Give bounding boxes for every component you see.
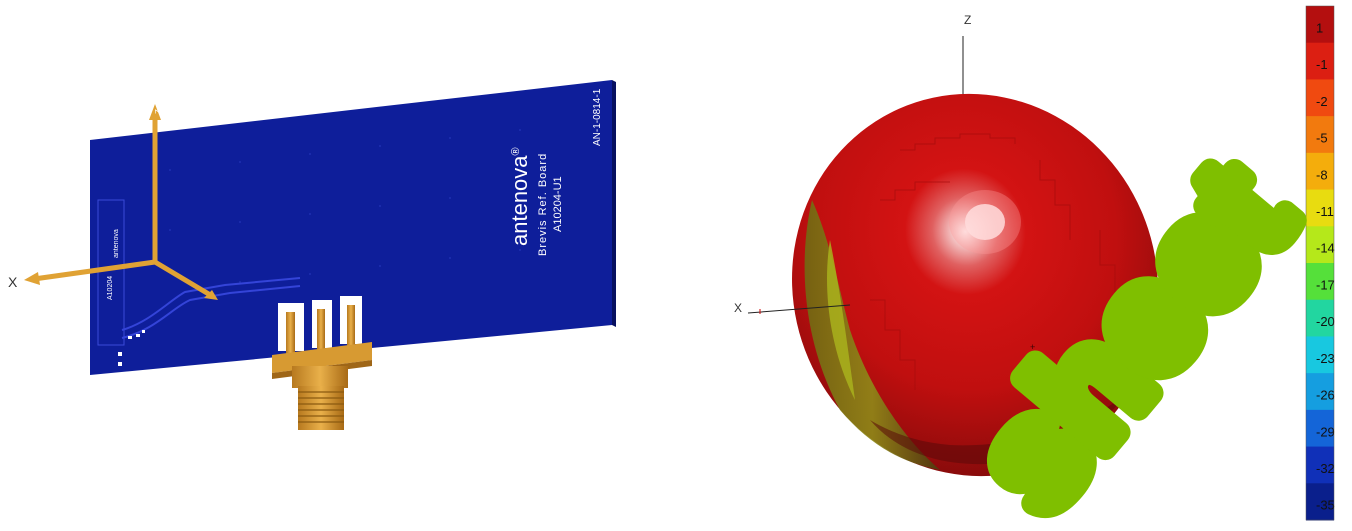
colorbar-swatch: [1306, 152, 1334, 191]
lobe-side-shading: [804, 200, 940, 470]
colorbar-swatch: [1306, 263, 1334, 301]
radiation-lobe: [792, 93, 1158, 477]
left-y-arrowhead: [204, 290, 218, 300]
pcb-grid-dots: [169, 129, 521, 283]
chip-brand-label: antenova: [113, 229, 120, 258]
colorbar-tick-label: -20: [1316, 314, 1335, 329]
sma-connector: [272, 296, 372, 430]
radiation-pattern-plot: Z X +: [734, 13, 1158, 477]
right-x-axis: [747, 304, 851, 314]
colorbar-tick-label: -14: [1316, 241, 1335, 256]
colorbar-swatch: [1306, 226, 1334, 264]
colorbar-legend: 1 -1 -2 -5 -8 -11 -14 -17 -20 -23 -26 -29 -32 -35: [1305, 5, 1335, 521]
left-x-axis-label: X: [8, 274, 18, 290]
colorbar-swatch: [1306, 79, 1334, 117]
colorbar-tick-label: -32: [1316, 461, 1335, 476]
colorbar-tick-label: -2: [1316, 94, 1328, 109]
colorbar-swatch: [1306, 6, 1334, 44]
left-x-axis: [31, 259, 158, 282]
colorbar-tick-label: -11: [1316, 204, 1334, 219]
colorbar-tick-label: -29: [1316, 424, 1335, 439]
board-brand-label: antenova®: [507, 147, 532, 246]
antenna-board-model: antenova A10204 antenova® Brevis Ref. Bo…: [8, 80, 616, 430]
right-z-axis-label: Z: [964, 13, 971, 27]
colorbar-tick-label: -17: [1316, 277, 1335, 292]
left-y-axis: [152, 259, 215, 299]
colorbar-swatch: [1306, 189, 1334, 227]
left-x-arrowhead: [24, 272, 40, 285]
colorbar-tick-label: -26: [1316, 388, 1335, 403]
colorbar-tick-label: -5: [1316, 131, 1328, 146]
colorbar-swatch: [1306, 446, 1334, 484]
board-line1-label: Brevis Ref. Board: [537, 153, 549, 256]
left-z-axis-label: Z: [154, 109, 163, 114]
pcb-pads: [118, 330, 145, 366]
right-x-axis-label: X: [734, 301, 742, 315]
pcb-traces: [121, 277, 301, 339]
colorbar-swatch: [1306, 42, 1334, 80]
pcb-board: [90, 80, 612, 375]
colorbar-tick-label: 1: [1316, 20, 1323, 35]
colorbar-tick-label: -8: [1316, 167, 1328, 182]
board-code-label: AN-1-0814-1: [592, 88, 603, 146]
y-axis-tick-mark: +: [1030, 342, 1035, 352]
board-line2-label: A10204-U1: [552, 176, 564, 232]
colorbar-tick-label: -23: [1316, 351, 1335, 366]
colorbar-swatch: [1306, 299, 1334, 337]
colorbar-swatch: [1306, 373, 1334, 411]
left-z-arrowhead: [149, 104, 161, 120]
colorbar-border: [1305, 5, 1335, 521]
colorbar-swatch: [1306, 483, 1334, 521]
chip-part-label: A10204: [107, 276, 114, 300]
pcb-board-edge: [612, 80, 616, 327]
colorbar-tick-label: -35: [1316, 498, 1335, 513]
lobe-peak-hotspot: [965, 204, 1005, 240]
colorbar-swatch: [1306, 409, 1334, 448]
colorbar-swatch: [1306, 336, 1334, 374]
colorbar-tick-label: -1: [1316, 57, 1328, 72]
colorbar-swatch: [1306, 116, 1334, 154]
left-axes: [31, 115, 215, 299]
